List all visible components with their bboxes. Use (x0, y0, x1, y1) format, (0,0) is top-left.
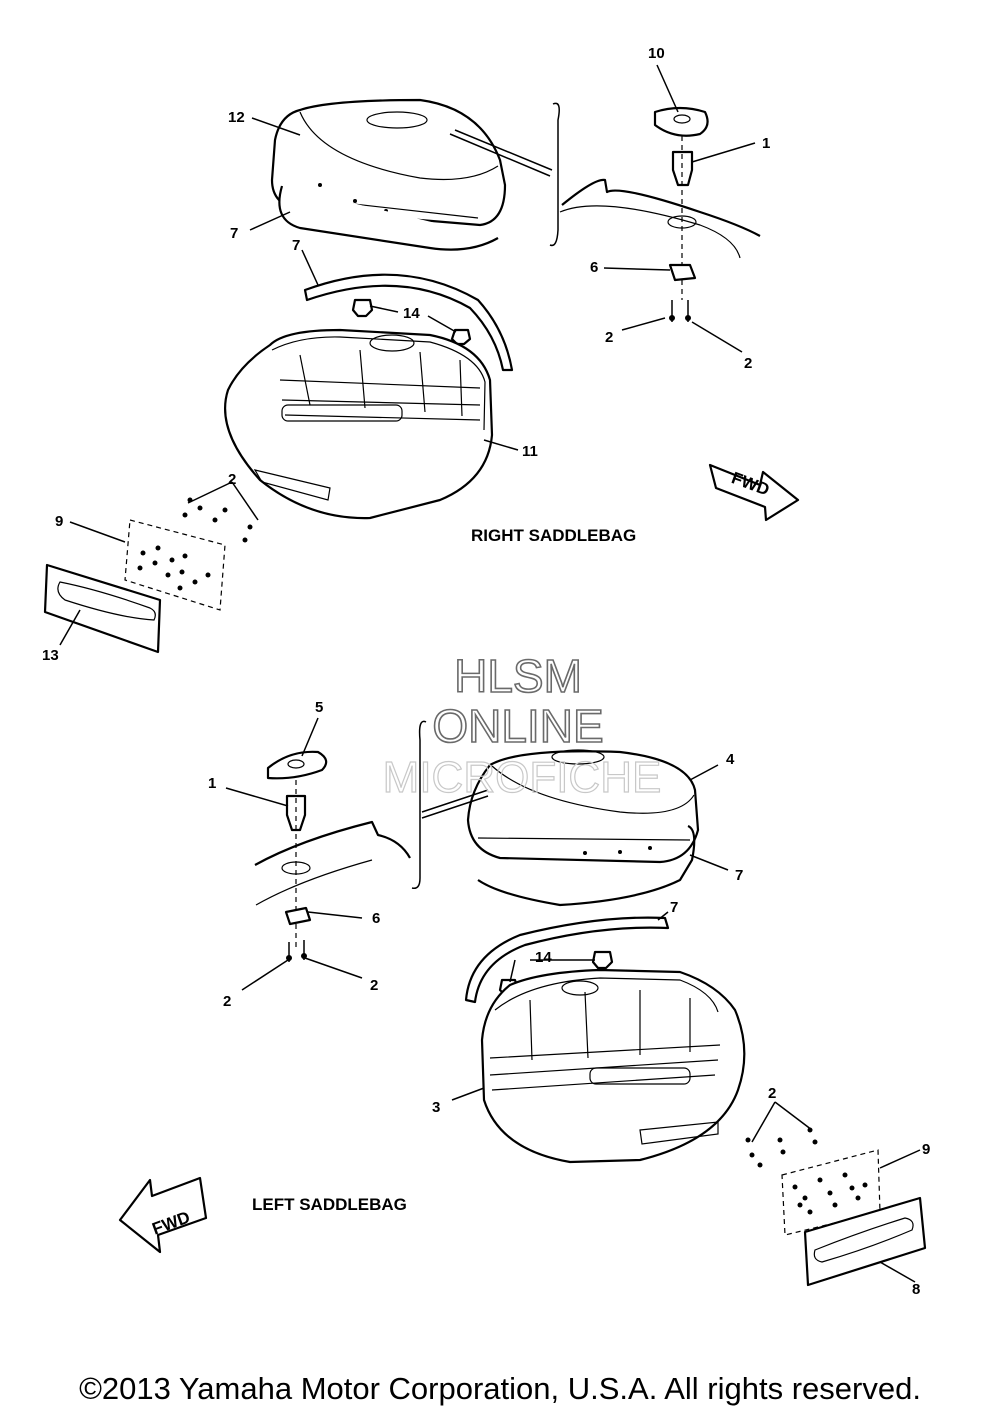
part-1-stud-left (285, 794, 307, 832)
callout-6: 6 (590, 259, 598, 276)
frame-section-left (254, 720, 489, 906)
callout-leaders-left (225, 717, 921, 1283)
callout-7-left: 7 (735, 867, 743, 884)
callout-14: 14 (403, 305, 420, 322)
callout-7b: 7 (292, 237, 300, 254)
part-6-plate (668, 263, 697, 282)
frame-section-right (449, 102, 761, 259)
callout-2c: 2 (228, 471, 236, 488)
part-9-fastener-group (124, 519, 226, 611)
part-11-case (224, 328, 494, 520)
callout-14-left: 14 (535, 949, 552, 966)
callout-leaders-right (59, 64, 756, 646)
part-3-case (480, 968, 746, 1164)
watermark-line-2: ONLINE (432, 700, 603, 752)
callout-2a: 2 (605, 329, 613, 346)
right-saddlebag-assembly: FWD (43, 64, 800, 654)
part-12-lid (270, 98, 507, 227)
callout-4: 4 (726, 751, 735, 768)
part-2-screws-lower-left (745, 1127, 818, 1168)
left-saddlebag-assembly: FWD (118, 717, 927, 1287)
fwd-arrow-left: FWD (118, 1176, 208, 1254)
callout-10: 10 (648, 45, 665, 62)
part-7-strip (303, 273, 514, 372)
part-9-fastener-group-left (781, 1149, 881, 1236)
watermark: HLSM ONLINE MICROFICHE (382, 649, 662, 802)
part-13-reflector (43, 563, 162, 654)
callout-6-left: 6 (372, 910, 380, 927)
part-10-cover (653, 106, 709, 137)
part-14-grommets (351, 298, 472, 346)
part-2-screws-lower (182, 497, 253, 543)
part-5-cover (266, 750, 328, 780)
copyright-notice: ©2013 Yamaha Motor Corporation, U.S.A. A… (79, 1371, 921, 1406)
callout-numbers: 10 12 1 7 7 6 14 2 2 11 2 9 13 5 4 1 7 7… (42, 45, 930, 1298)
left-saddlebag-label: LEFT SADDLEBAG (252, 1195, 407, 1214)
callout-9-left: 9 (922, 1141, 930, 1158)
callout-12: 12 (228, 109, 245, 126)
callout-2-left-b: 2 (223, 993, 231, 1010)
callout-5: 5 (315, 699, 323, 716)
callout-7-left-b: 7 (670, 899, 678, 916)
part-7-strip-left (464, 916, 670, 1004)
callout-1-left: 1 (208, 775, 216, 792)
callout-8: 8 (912, 1281, 920, 1298)
right-saddlebag-label: RIGHT SADDLEBAG (471, 526, 636, 545)
watermark-line-3: MICROFICHE (383, 753, 662, 802)
part-7-seal-upper (278, 185, 499, 251)
watermark-line-1: HLSM (454, 650, 582, 702)
callout-13: 13 (42, 647, 59, 664)
part-1-stud (671, 150, 694, 187)
callout-11: 11 (522, 443, 538, 460)
callout-2-left-a: 2 (370, 977, 378, 994)
callout-1: 1 (762, 135, 770, 152)
callout-3: 3 (432, 1099, 440, 1116)
callout-7: 7 (230, 225, 238, 242)
callout-2b: 2 (744, 355, 752, 372)
part-8-reflector (803, 1196, 927, 1287)
fwd-arrow-right: FWD (708, 463, 800, 522)
part-7-seal-left (477, 824, 696, 907)
callout-9: 9 (55, 513, 63, 530)
part-6-plate-left (284, 906, 312, 926)
callout-2-left-c: 2 (768, 1085, 776, 1102)
part-4-lid (466, 749, 700, 864)
